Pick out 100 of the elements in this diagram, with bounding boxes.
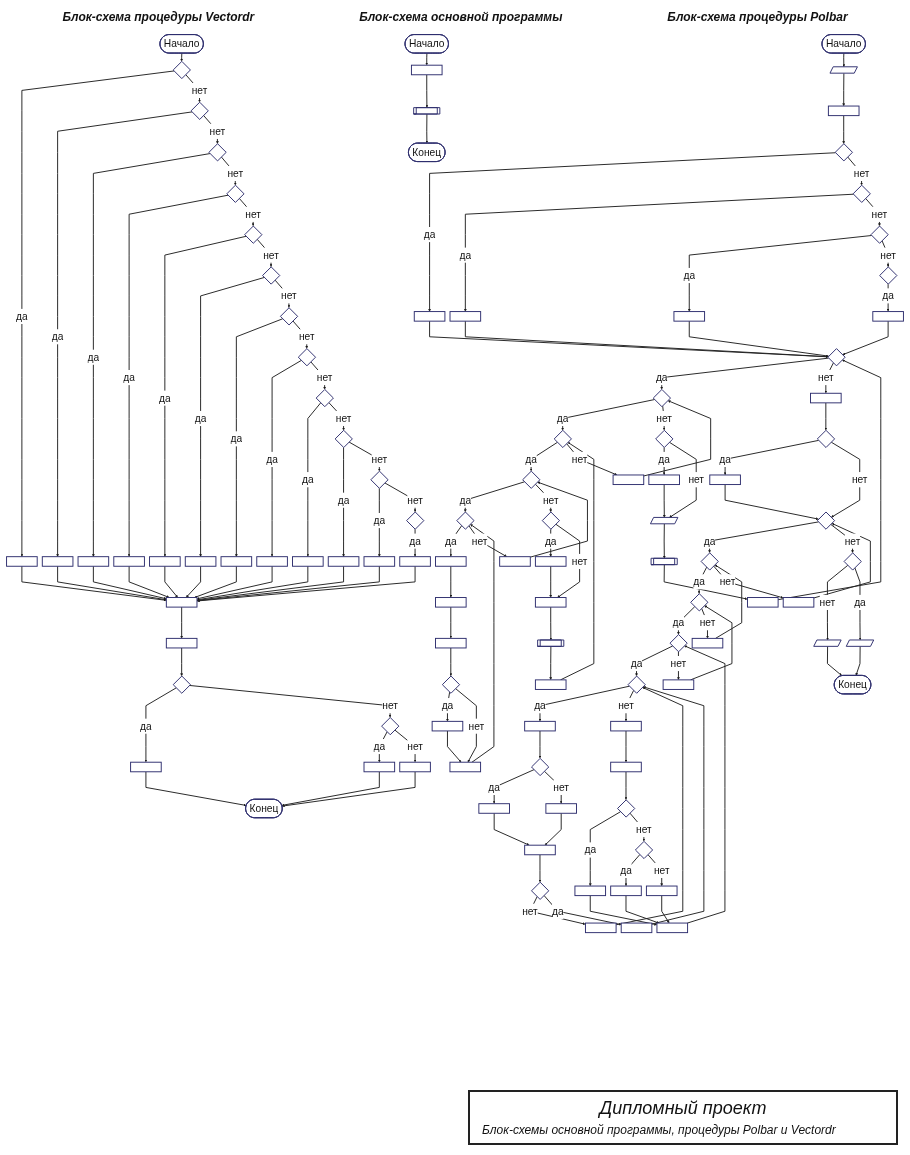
edge-label: да (552, 903, 564, 919)
decision-diamond (634, 840, 654, 860)
edge-label: да (373, 738, 386, 755)
decision-diamond (315, 388, 334, 408)
edge-label: да (423, 227, 436, 243)
input-output-parallelogram (829, 66, 858, 74)
decision-diamond (262, 266, 281, 285)
process-box (610, 885, 642, 897)
process-box (534, 556, 567, 567)
edge-label: да (87, 349, 100, 365)
edge-label: да (194, 410, 207, 427)
process-box (410, 64, 443, 76)
process-box (610, 761, 642, 773)
decision-diamond (522, 470, 541, 489)
decision-diamond (406, 511, 425, 530)
process-box (449, 311, 482, 322)
edge-label: нет (191, 82, 208, 99)
edge-label: нет (851, 472, 868, 488)
process-box (165, 637, 198, 649)
edge-label: нет (227, 165, 244, 182)
edge-label: да (140, 718, 152, 734)
process-box (113, 556, 145, 567)
process-box (656, 922, 689, 934)
edge-label: нет (636, 821, 652, 838)
process-box (77, 556, 110, 567)
process-box (585, 922, 617, 934)
edge-label: нет (468, 718, 485, 734)
process-box (810, 392, 842, 404)
edge-label: нет (819, 594, 836, 610)
process-box (524, 844, 556, 856)
process-box (478, 803, 510, 814)
process-box (130, 761, 162, 773)
process-box (872, 311, 904, 322)
process-box (399, 556, 431, 567)
process-box (41, 556, 74, 567)
terminator: Начало (404, 34, 449, 54)
decision-diamond (834, 143, 853, 162)
edge-label: да (672, 615, 685, 631)
decision-diamond (297, 348, 317, 367)
process-box (612, 474, 645, 486)
decision-diamond (870, 225, 889, 244)
decision-diamond (669, 634, 688, 653)
edge-label: да (409, 533, 421, 549)
process-box (747, 597, 779, 608)
process-box (6, 556, 38, 567)
edge-label: нет (245, 206, 261, 222)
decision-diamond (279, 307, 299, 326)
edge-label: да (459, 247, 472, 263)
terminator: Конец (407, 142, 446, 163)
edge-label: да (373, 512, 386, 529)
decision-diamond (816, 511, 836, 530)
sheet-title: Блок-схемы основной программы, процедуры Polbar и Vectordr (482, 1123, 837, 1137)
edge-label: нет (471, 533, 488, 549)
edge-label: нет (335, 410, 352, 427)
decision-diamond (531, 757, 550, 777)
edge-label: нет (407, 492, 423, 508)
input-output-parallelogram (813, 639, 842, 647)
process-box (524, 720, 556, 732)
input-output-parallelogram (649, 516, 679, 525)
decision-diamond (208, 143, 227, 162)
process-box (165, 597, 198, 608)
decision-diamond (456, 511, 475, 530)
edge-label: нет (371, 451, 388, 467)
edge-label: нет (880, 247, 896, 263)
process-box (431, 720, 464, 732)
edge-label: нет (688, 472, 705, 488)
edge-label: да (620, 862, 632, 879)
decision-diamond (172, 60, 191, 80)
process-box (534, 679, 567, 690)
process-box (292, 556, 324, 567)
edge-label: нет (263, 247, 279, 263)
process-box (435, 637, 467, 649)
decision-diamond (370, 470, 389, 489)
decision-diamond (553, 429, 572, 448)
edge-label: нет (571, 553, 588, 570)
edge-label: нет (618, 698, 634, 714)
subroutine-box (413, 107, 441, 115)
terminator: Конец (833, 674, 872, 695)
decision-diamond (852, 184, 871, 203)
edge-label: да (337, 492, 350, 508)
edge-label: да (544, 533, 557, 549)
decision-diamond (879, 266, 898, 285)
decision-diamond (827, 348, 846, 367)
edge-label: нет (871, 206, 888, 222)
chart-heading: Блок-схема процедуры Polbar (667, 10, 848, 24)
terminator: Конец (245, 798, 283, 819)
edge-label: да (683, 267, 696, 284)
edge-label: да (123, 370, 135, 386)
subroutine-box (650, 557, 678, 566)
edge-label: нет (407, 738, 423, 755)
terminator: Начало (821, 34, 866, 54)
decision-diamond (843, 552, 862, 571)
process-box (620, 922, 653, 934)
decision-diamond (226, 184, 245, 203)
process-box (399, 761, 431, 773)
process-box (782, 597, 815, 608)
terminator: Начало (159, 34, 204, 54)
process-box (645, 885, 678, 897)
process-box (691, 637, 724, 649)
edge-label: да (445, 533, 457, 549)
